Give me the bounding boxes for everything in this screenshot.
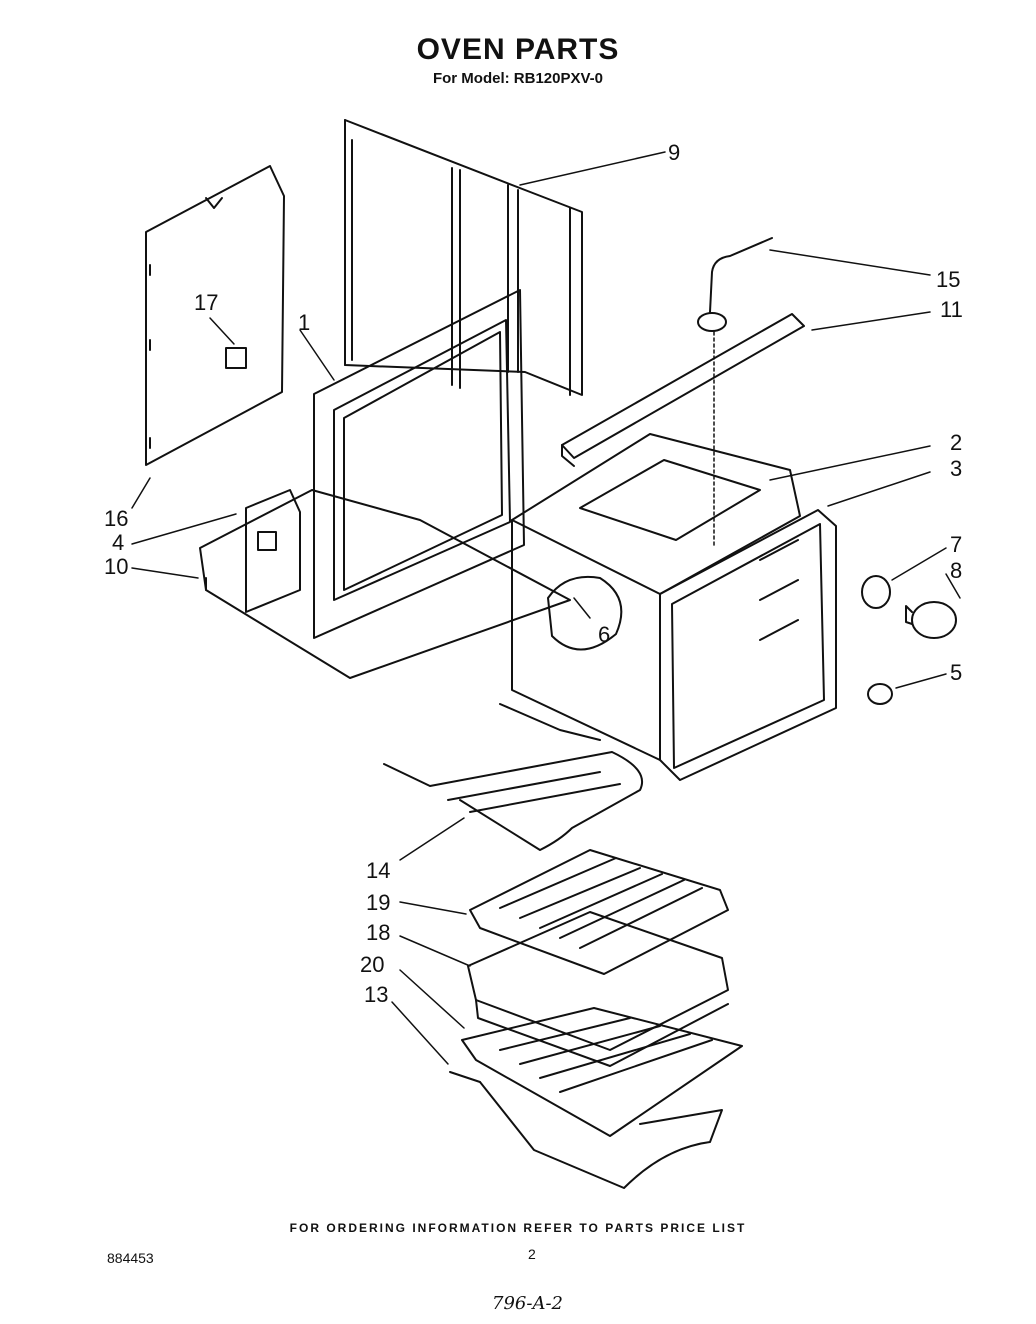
- callout-19: 19: [366, 890, 390, 915]
- callout-5: 5: [950, 660, 962, 685]
- part-18-broiler-pan: [467, 911, 729, 1067]
- part-5-plug-button: [867, 683, 893, 705]
- callout-9: 9: [668, 140, 680, 165]
- ordering-info-note: FOR ORDERING INFORMATION REFER TO PARTS …: [289, 1221, 747, 1235]
- part-11-support-bar: [561, 313, 805, 467]
- callout-15: 15: [936, 267, 960, 292]
- callout-10: 10: [104, 554, 128, 579]
- part-10-bottom-plate: [199, 489, 571, 679]
- callout-8: 8: [950, 558, 962, 583]
- callout-2: 2: [950, 430, 962, 455]
- part-15-sensor-tube: [697, 237, 773, 549]
- callout-17: 17: [194, 290, 218, 315]
- part-1-front-frame: [313, 289, 525, 639]
- part-14-bake-element: [383, 703, 643, 851]
- callout-1: 1: [298, 310, 310, 335]
- part-8-light-bulb: [905, 601, 957, 639]
- part-13-bottom-shield: [449, 1071, 723, 1189]
- part-16-side-panel: [145, 165, 285, 466]
- handwritten-annotation: 796-A-2: [492, 1293, 563, 1314]
- callout-7: 7: [950, 532, 962, 557]
- leader-lines: [131, 151, 961, 1065]
- part-3-door-gasket: [659, 509, 837, 781]
- part-20-oven-rack: [461, 1007, 743, 1137]
- part-4-bracket: [245, 489, 301, 613]
- part-9-rear-wall: [344, 119, 583, 396]
- callout-14: 14: [366, 858, 390, 883]
- page-title: OVEN PARTS: [416, 33, 620, 66]
- callout-3: 3: [950, 456, 962, 481]
- page-number: 2: [528, 1246, 536, 1262]
- callout-20: 20: [360, 952, 384, 977]
- callout-18: 18: [366, 920, 390, 945]
- callout-11: 11: [940, 297, 963, 322]
- model-subtitle: For Model: RB120PXV-0: [432, 70, 604, 87]
- part-2-oven-liner: [511, 433, 801, 761]
- part-19-broiler-grid: [469, 849, 729, 975]
- callout-13: 13: [364, 982, 388, 1007]
- callout-16: 16: [104, 506, 128, 531]
- callout-6: 6: [598, 622, 610, 647]
- part-7-light-socket: [861, 575, 891, 609]
- document-number: 884453: [107, 1250, 154, 1266]
- callout-labels: 9 15 11 17 1 2 3 16 4 10 7 8 6 5 14 19 1…: [104, 140, 963, 1007]
- callout-4: 4: [112, 530, 124, 555]
